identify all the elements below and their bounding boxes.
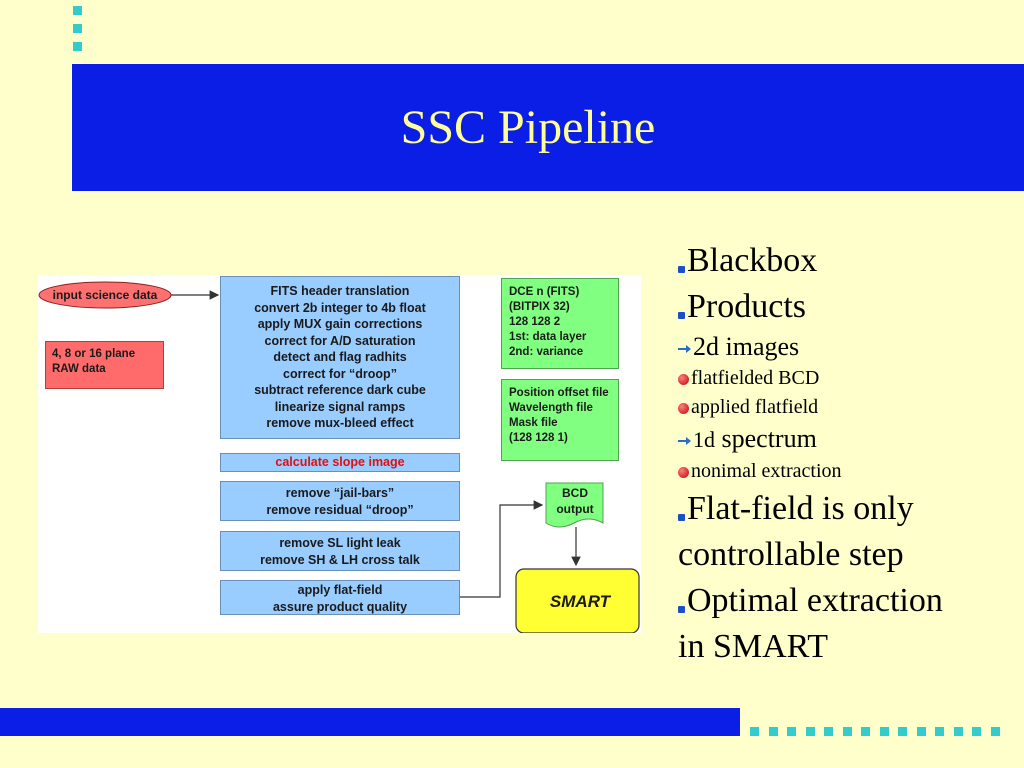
smart-label: SMART: [550, 592, 612, 611]
bcd-label-2: output: [556, 502, 593, 516]
calibration-line: Wavelength file: [509, 402, 593, 414]
calibration-line: Position offset file: [509, 387, 609, 399]
calibration-files-box: Position offset file Wavelength file Mas…: [501, 379, 619, 461]
accent-square: [990, 727, 1000, 736]
red-dot-bullet-icon: [678, 466, 689, 478]
square-bullet-icon: [678, 513, 685, 521]
bullet-text: nonimal extraction: [691, 460, 842, 482]
processing-step: apply MUX gain corrections: [257, 317, 423, 331]
accent-square: [768, 727, 778, 736]
processing-step: FITS header translation: [270, 284, 410, 298]
accent-square: [787, 727, 796, 736]
accent-square: [879, 727, 889, 736]
accent-square: [861, 727, 870, 736]
bullet-text: 2d images: [693, 332, 800, 361]
flat-field-step: assure product quality: [272, 599, 408, 614]
square-bullet-icon: [678, 311, 685, 319]
calibration-line: Mask file: [509, 417, 558, 429]
accent-square: [972, 727, 981, 736]
bullet-text: Optimal extraction: [687, 582, 943, 619]
page-title: SSC Pipeline: [400, 101, 656, 154]
accent-square: [73, 24, 82, 33]
bullet-item: 1d spectrum: [678, 422, 1018, 457]
accent-square: [73, 42, 82, 51]
accent-square: [916, 727, 926, 736]
processing-step: convert 2b integer to 4b float: [254, 300, 426, 315]
bullet-item: Flat-field is only: [678, 486, 1018, 532]
accent-square: [824, 727, 833, 736]
bcd-output-shape: [545, 482, 604, 528]
slope-step: calculate slope image: [275, 455, 405, 469]
arrow-bullet-icon: [678, 437, 691, 446]
raw-data-box: 4, 8 or 16 plane RAW data: [45, 341, 164, 389]
arrow-bullet-icon: [678, 345, 691, 354]
diagram-connectors: SMART input science data BCD output: [38, 281, 640, 633]
square-bullet-icon: [678, 265, 685, 273]
dce-box: DCE n (FITS) (BITPIX 32) 128 128 2 1st: …: [501, 278, 619, 369]
bullet-text: Blackbox: [687, 242, 818, 279]
pipeline-diagram: SMART input science data BCD output 4, 8…: [38, 275, 641, 633]
processing-step: correct for A/D saturation: [264, 333, 416, 348]
red-dot-bullet-icon: [678, 402, 689, 414]
accent-square: [750, 727, 759, 736]
accent-square: [842, 727, 852, 736]
bottom-bar: [0, 708, 740, 736]
bullet-item: Optimal extraction: [678, 578, 1018, 624]
accent-square: [953, 727, 963, 736]
bullet-text: spectrum: [721, 424, 817, 453]
calibration-line: (128 128 1): [509, 432, 568, 444]
red-dot-bullet-icon: [678, 373, 689, 385]
jail-bars-step: remove “jail-bars”: [285, 486, 395, 500]
accent-square: [935, 727, 944, 736]
processing-step: correct for “droop”: [283, 366, 397, 381]
bullet-item: Blackbox: [678, 238, 1018, 284]
bullet-text: Products: [687, 288, 806, 325]
bullet-item: nonimal extraction: [678, 457, 1018, 486]
bullet-text: 1d: [693, 427, 715, 452]
slope-image-box: calculate slope image: [220, 453, 460, 472]
jail-bars-box: remove “jail-bars” remove residual “droo…: [220, 481, 460, 521]
flat-field-step: apply flat-field: [297, 583, 383, 597]
title-bar: SSC Pipeline: [72, 64, 1024, 191]
processing-step: detect and flag radhits: [273, 350, 407, 364]
processing-step: linearize signal ramps: [274, 399, 406, 414]
bullet-item: Products: [678, 284, 1018, 330]
flat-field-box: apply flat-field assure product quality: [220, 580, 460, 615]
jail-bars-step: remove residual “droop”: [266, 502, 414, 517]
smart-box: [515, 568, 640, 633]
processing-step: remove mux-bleed effect: [266, 416, 414, 430]
bullet-text: flatfielded BCD: [691, 367, 820, 389]
bcd-label-1: BCD: [562, 486, 588, 500]
bullet-continuation: controllable step: [678, 536, 904, 573]
bullet-continuation: in SMART: [678, 628, 829, 665]
dce-line: 2nd: variance: [509, 346, 584, 358]
bullet-text: Flat-field is only: [687, 490, 914, 527]
dce-line: 128 128 2: [509, 316, 561, 328]
bcd-connector: [460, 500, 544, 598]
bullet-text: applied flatfield: [691, 396, 819, 418]
square-bullet-icon: [678, 605, 685, 613]
main-processing-box: FITS header translation convert 2b integ…: [220, 276, 460, 439]
light-leak-step: remove SL light leak: [279, 536, 401, 550]
raw-data-line: RAW data: [52, 363, 106, 375]
accent-square: [898, 727, 907, 736]
light-leak-box: remove SL light leak remove SH & LH cros…: [220, 531, 460, 571]
dce-line: (BITPIX 32): [509, 301, 570, 313]
accent-square: [73, 6, 82, 15]
processing-step: subtract reference dark cube: [254, 383, 426, 397]
raw-data-line: 4, 8 or 16 plane: [52, 348, 136, 360]
accent-square: [805, 727, 815, 736]
bullet-list: Blackbox Products 2d images flatfielded …: [678, 238, 1018, 670]
light-leak-step: remove SH & LH cross talk: [260, 552, 420, 567]
dce-line: 1st: data layer: [509, 331, 587, 343]
input-label: input science data: [53, 288, 158, 302]
bullet-item: flatfielded BCD: [678, 364, 1018, 393]
bullet-item: applied flatfield: [678, 393, 1018, 422]
bullet-item: 2d images: [678, 330, 1018, 364]
dce-line: DCE n (FITS): [509, 286, 580, 298]
